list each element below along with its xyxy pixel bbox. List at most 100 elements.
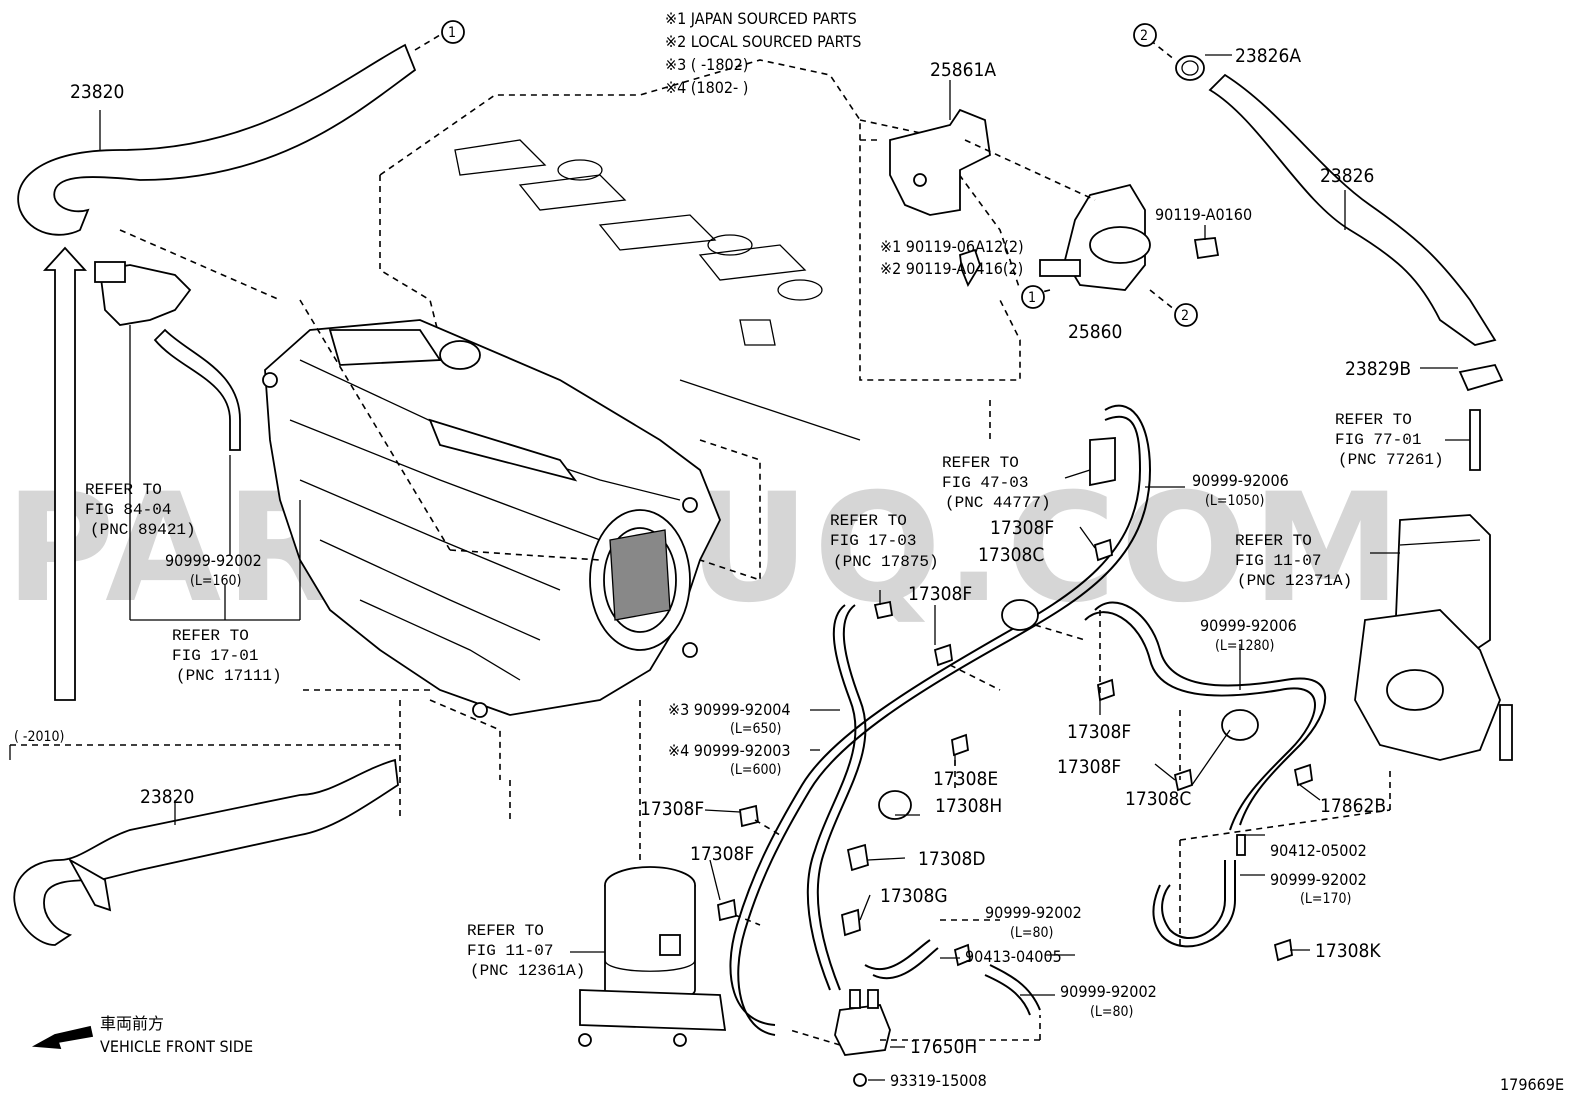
label-93319-15008: 93319-15008 — [890, 1071, 987, 1090]
figure-code: 179669E — [1500, 1075, 1564, 1094]
svg-text:(PNC 12361A): (PNC 12361A) — [470, 962, 585, 980]
vacuum-tank-12361A — [578, 866, 727, 1047]
vehicle-front-en: VEHICLE FRONT SIDE — [100, 1037, 253, 1056]
svg-text:REFER TO: REFER TO — [172, 627, 249, 645]
hose-23826 — [1208, 73, 1497, 346]
label-90999-92002-d: 90999-92002 — [1060, 982, 1157, 1001]
label-90999-92002-a: 90999-92002 — [165, 551, 262, 570]
svg-text:(PNC 17111): (PNC 17111) — [176, 667, 282, 685]
refer-fig-47-03: REFER TO FIG 47-03 (PNC 44777) — [942, 454, 1051, 512]
label-23826A: 23826A — [1235, 45, 1301, 67]
label-90999-92006-a-len: (L=1050) — [1205, 493, 1264, 509]
svg-text:FIG 17-01: FIG 17-01 — [172, 647, 258, 665]
label-17308C-2: 17308C — [1125, 788, 1191, 810]
svg-text:FIG 84-04: FIG 84-04 — [85, 501, 171, 519]
svg-text:1: 1 — [448, 25, 456, 41]
label-90999-92006-b-len: (L=1280) — [1215, 638, 1274, 654]
svg-text:REFER TO: REFER TO — [1335, 411, 1412, 429]
svg-text:(PNC 12371A): (PNC 12371A) — [1237, 572, 1352, 590]
pipe-77261 — [1469, 409, 1481, 471]
label-17862B: 17862B — [1320, 795, 1386, 817]
vehicle-up-arrow — [42, 246, 88, 701]
svg-text:REFER TO: REFER TO — [942, 454, 1019, 472]
svg-text:FIG 47-03: FIG 47-03 — [942, 474, 1028, 492]
label-23829B: 23829B — [1345, 358, 1411, 380]
svg-text:2: 2 — [1181, 308, 1189, 324]
svg-text:FIG 17-03: FIG 17-03 — [830, 532, 916, 550]
source-notes: ※1 JAPAN SOURCED PARTS ※2 LOCAL SOURCED … — [665, 9, 861, 97]
leader-lines — [99, 54, 1470, 1081]
engine-block-outline — [379, 59, 1021, 820]
refer-fig-11-07-b: REFER TO FIG 11-07 (PNC 12361A) — [467, 922, 585, 980]
clip-23826A — [1175, 55, 1205, 81]
label-90999-92003: ※4 90999-92003 — [668, 741, 791, 760]
label-90412-05002: 90412-05002 — [1270, 841, 1367, 860]
note-4: ※4 (1802- ) — [665, 78, 748, 97]
svg-text:1: 1 — [1028, 290, 1036, 306]
svg-text:REFER TO: REFER TO — [467, 922, 544, 940]
svg-text:REFER TO: REFER TO — [1235, 532, 1312, 550]
label-90999-92003-len: (L=600) — [730, 762, 781, 778]
refer-labels: REFER TO FIG 84-04 (PNC 89421) REFER TO … — [85, 411, 1444, 980]
label-90999-92004-len: (L=650) — [730, 721, 781, 737]
label-23820-top: 23820 — [70, 81, 124, 103]
label-25861A: 25861A — [930, 59, 996, 81]
label-17308G: 17308G — [880, 885, 948, 907]
label-90999-92006-b: 90999-92006 — [1200, 616, 1297, 635]
label-17308K: 17308K — [1315, 940, 1381, 962]
range-label: ( -2010) — [14, 729, 64, 745]
label-25860: 25860 — [1068, 321, 1122, 343]
label-17650H: 17650H — [910, 1036, 977, 1058]
part-labels: 23820 23820 25861A 23826A 23826 90119-A0… — [70, 45, 1411, 1090]
svg-text:FIG 77-01: FIG 77-01 — [1335, 431, 1421, 449]
vehicle-front-jp: 車両前方 — [100, 1014, 164, 1033]
valve-25860 — [1039, 183, 1220, 291]
label-90999-92002-a-len: (L=160) — [190, 573, 241, 589]
refer-fig-84-04: REFER TO FIG 84-04 (PNC 89421) — [85, 481, 196, 539]
svg-text:(PNC 44777): (PNC 44777) — [945, 494, 1051, 512]
hose-23820-top — [17, 34, 441, 236]
note-1: ※1 JAPAN SOURCED PARTS — [665, 9, 857, 28]
refer-fig-17-01: REFER TO FIG 17-01 (PNC 17111) — [172, 627, 282, 685]
label-90999-92002-b: 90999-92002 — [1270, 870, 1367, 889]
label-17308F-3: 17308F — [1067, 721, 1131, 743]
label-23826: 23826 — [1320, 165, 1374, 187]
label-17308F-4: 17308F — [1057, 756, 1121, 778]
label-17308F-2: 17308F — [908, 583, 972, 605]
hose-clips — [717, 437, 1313, 967]
refer-fig-77-01: REFER TO FIG 77-01 (PNC 77261) — [1335, 411, 1444, 469]
refer-fig-17-03: REFER TO FIG 17-03 (PNC 17875) — [830, 512, 939, 571]
refer-fig-11-07-a: REFER TO FIG 11-07 (PNC 12371A) — [1235, 532, 1352, 590]
svg-text:REFER TO: REFER TO — [830, 512, 907, 530]
clip-23829B — [1458, 363, 1504, 392]
label-17308H: 17308H — [935, 795, 1002, 817]
label-90119-06A12: ※1 90119-06A12(2) — [880, 237, 1024, 256]
label-90119-A0416: ※2 90119-A0416(2) — [880, 259, 1023, 278]
label-17308C-1: 17308C — [978, 544, 1044, 566]
svg-text:2: 2 — [1140, 28, 1148, 44]
label-90999-92002-d-len: (L=80) — [1090, 1004, 1133, 1020]
bracket-25861A — [889, 108, 991, 288]
range-bracket — [9, 744, 400, 760]
svg-text:REFER TO: REFER TO — [85, 481, 162, 499]
svg-text:FIG 11-07: FIG 11-07 — [1235, 552, 1321, 570]
label-17308D: 17308D — [918, 848, 986, 870]
hose-23820-bottom — [13, 758, 399, 946]
sensor-89421 — [94, 261, 241, 451]
vacuum-hose-lines — [729, 404, 1327, 1036]
label-90999-92006-a: 90999-92006 — [1192, 471, 1289, 490]
svg-text:(PNC 89421): (PNC 89421) — [90, 521, 196, 539]
vacuum-tank-12371A — [1354, 514, 1513, 761]
svg-text:(PNC 17875): (PNC 17875) — [833, 553, 939, 571]
vehicle-front-indicator: 車両前方 VEHICLE FRONT SIDE — [31, 1014, 253, 1056]
label-90999-92002-b-len: (L=170) — [1300, 891, 1351, 907]
note-2: ※2 LOCAL SOURCED PARTS — [665, 32, 861, 51]
vsv-17650H — [834, 989, 891, 1087]
label-90999-92002-c-len: (L=80) — [1010, 925, 1053, 941]
label-17308E: 17308E — [933, 768, 998, 790]
label-90999-92004: ※3 90999-92004 — [668, 700, 791, 719]
connector-dashes — [119, 39, 1391, 1046]
svg-text:(PNC 77261): (PNC 77261) — [1338, 451, 1444, 469]
label-17308F-1: 17308F — [990, 517, 1054, 539]
